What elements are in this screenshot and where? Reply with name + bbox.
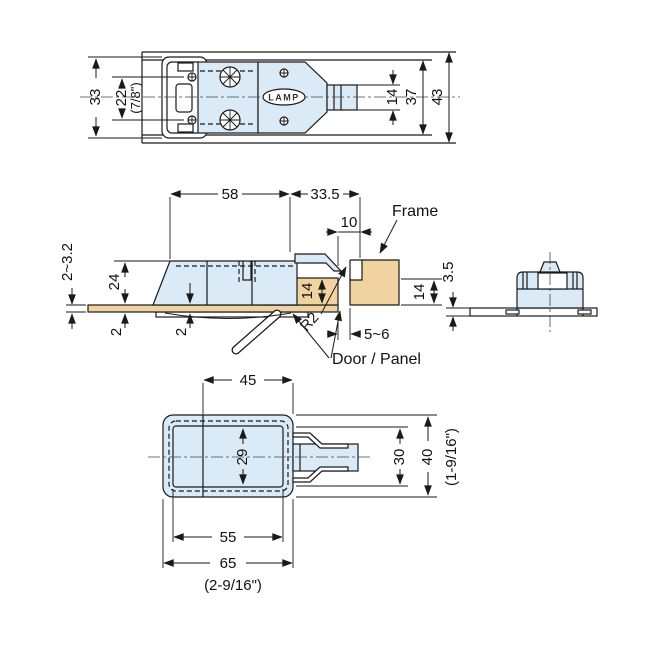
dim-10-label: 10 (341, 214, 358, 231)
top-view-cover-plate (141, 51, 456, 144)
dim-22-inch-label: (7/8") (128, 82, 143, 113)
brand-logo: LAMP (262, 88, 306, 106)
dim-40-inch-label: (1-9/16") (443, 428, 460, 486)
dim-65-inch-label: (2-9/16") (204, 577, 262, 594)
bottom-view-striker (292, 432, 359, 483)
frame-block (349, 259, 400, 306)
dim-30-label: 30 (391, 449, 408, 466)
dim-5-6-label: 5~6 (364, 326, 389, 343)
dim-40-label: 40 (419, 449, 436, 466)
bottom-view: 45 29 30 40 (1-9/16") 55 65 (2-9/16") (148, 372, 460, 594)
dim-65-label: 65 (220, 555, 237, 572)
side-view-shapes (469, 252, 598, 332)
dim-55-label: 55 (220, 529, 237, 546)
dim-14-door-label: 14 (299, 283, 316, 300)
dim-29-label: 29 (234, 449, 251, 466)
top-view: LAMP 33 22 (7/8") 14 37 43 (80, 51, 460, 144)
top-view-screws (187, 66, 289, 131)
dim-33-label: 33 (87, 89, 104, 106)
bottom-view-housing (162, 414, 294, 498)
dim-37-label: 37 (403, 89, 420, 106)
top-view-dimensions: 33 22 (7/8") 14 37 43 (87, 52, 453, 143)
trigger-pin (164, 309, 292, 355)
dim-45-label: 45 (240, 372, 257, 389)
dim-14-frame-label: 14 (411, 284, 428, 301)
bottom-view-dimensions: 45 29 30 40 (1-9/16") 55 65 (2-9/16") (162, 372, 460, 594)
section-dimensions: 58 33.5 10 Frame 2~3.2 24 2 2 14 R2 5~6 (59, 186, 442, 368)
dim-2-left-label: 2 (108, 328, 125, 336)
dim-22-label: 22 (113, 90, 130, 107)
side-view: 3.5 (440, 252, 598, 332)
dim-2-3-2-label: 2~3.2 (59, 243, 76, 281)
dim-43-label: 43 (429, 89, 446, 106)
section-view: 58 33.5 10 Frame 2~3.2 24 2 2 14 R2 5~6 (59, 186, 442, 368)
brand-logo-text: LAMP (268, 93, 300, 103)
dim-58-label: 58 (222, 186, 239, 203)
dim-3-5-label: 3.5 (440, 262, 457, 283)
door-panel-label: Door / Panel (332, 351, 421, 368)
dim-14-striker-label: 14 (384, 89, 401, 106)
dim-24-label: 24 (106, 274, 123, 291)
side-view-dimensions: 3.5 (440, 262, 472, 331)
frame-label: Frame (392, 203, 438, 220)
dim-33-5-label: 33.5 (310, 186, 339, 203)
dim-2-mid-label: 2 (173, 328, 190, 336)
